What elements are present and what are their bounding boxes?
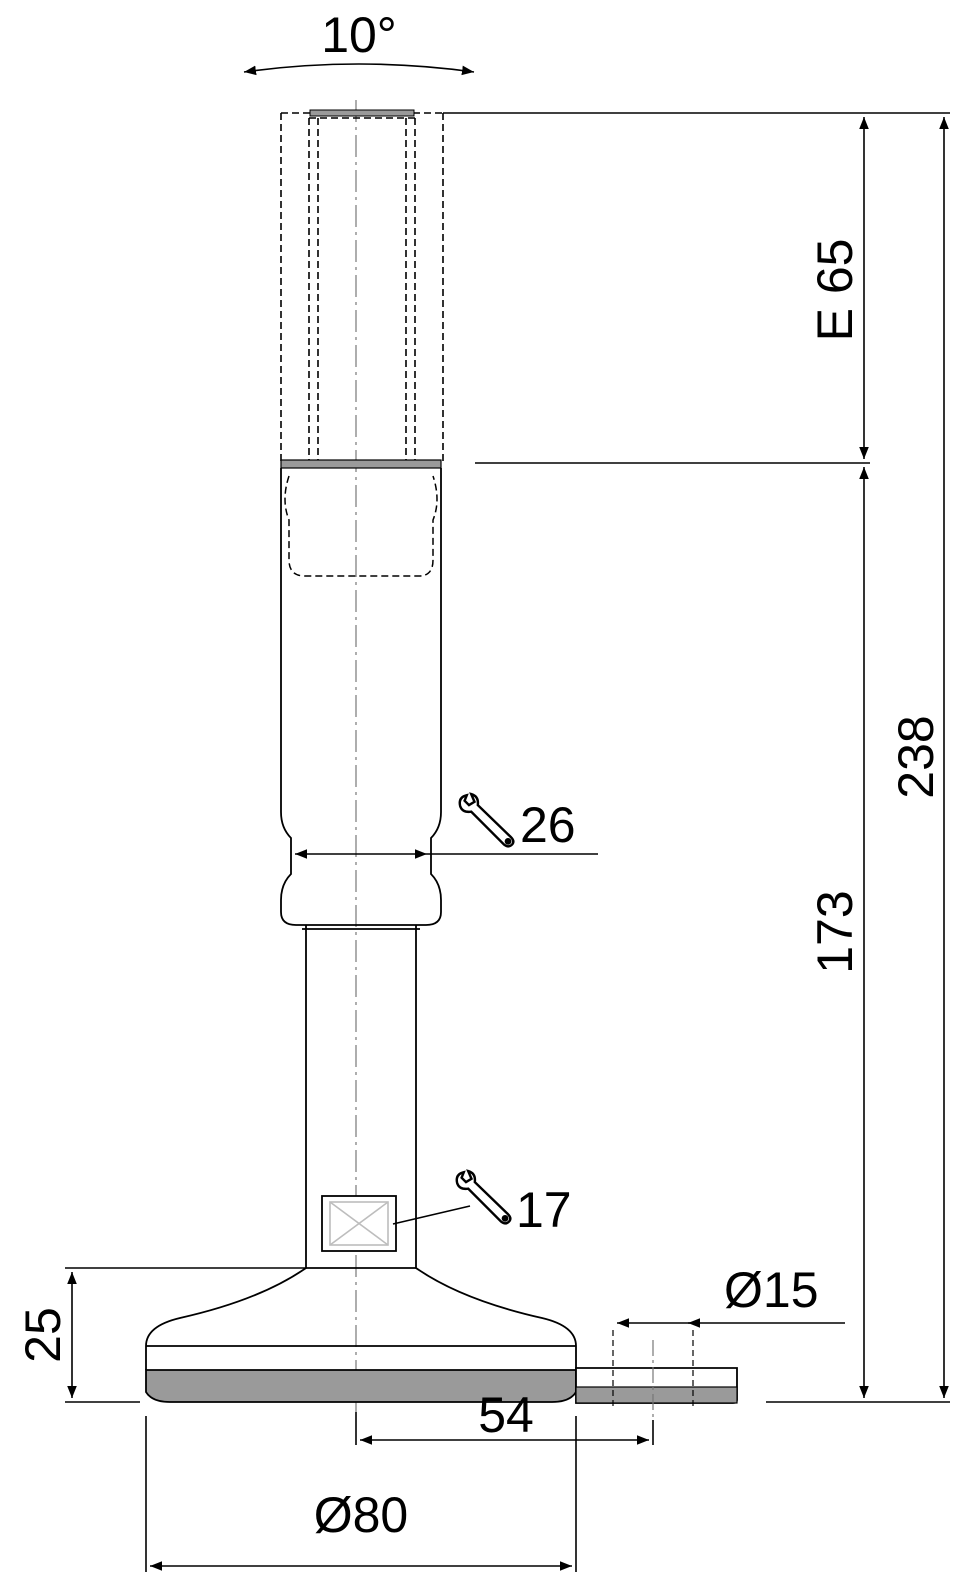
foot-diameter-label: Ø80 <box>314 1487 409 1543</box>
wrench-17-leader <box>392 1205 471 1225</box>
foot-diameter-dim <box>145 1416 577 1572</box>
wrench-26-label: 26 <box>520 797 576 853</box>
tilt-angle-arc <box>243 63 475 76</box>
upper-body-bore <box>284 475 438 577</box>
foot-bell <box>145 1260 577 1370</box>
foot-height-dim <box>65 1267 306 1403</box>
extension-cap <box>309 109 415 117</box>
body-height-label: 173 <box>807 890 863 973</box>
wrench-icon <box>458 792 515 848</box>
wrench-17-label: 17 <box>516 1182 572 1238</box>
hole-offset-label: 54 <box>478 1387 534 1443</box>
extension-dim-label: E 65 <box>807 239 863 342</box>
vertical-dimensions <box>443 112 950 1403</box>
wrench-icon <box>455 1169 512 1225</box>
total-height-label: 238 <box>888 715 944 798</box>
tilt-angle-label: 10° <box>321 7 397 63</box>
upper-body <box>280 468 442 926</box>
extension-tube <box>280 112 444 463</box>
foot-height-label: 25 <box>15 1307 71 1363</box>
rubber-pad <box>145 1369 577 1403</box>
hole-offset-dim <box>355 1412 654 1445</box>
spindle <box>302 925 420 1260</box>
collar <box>280 459 442 469</box>
hole-diameter-label: Ø15 <box>724 1262 819 1318</box>
